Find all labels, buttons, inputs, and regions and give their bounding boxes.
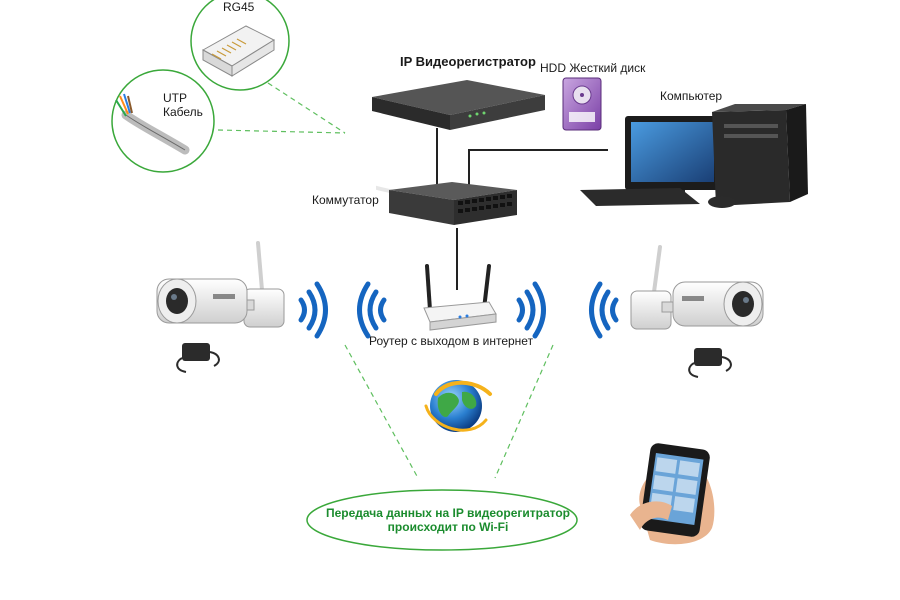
utp-label-line1: UTP xyxy=(163,91,187,105)
hdd-icon xyxy=(562,77,602,131)
utp-callout xyxy=(111,69,215,173)
utp-cable-icon xyxy=(115,93,190,155)
router-icon xyxy=(423,264,497,331)
utp-label-line2: Кабель xyxy=(163,105,203,119)
router-label: Роутер с выходом в интернет xyxy=(369,334,534,348)
camera-left-icon xyxy=(156,241,285,328)
computer-label: Компьютер xyxy=(660,89,723,103)
wifi-right-connector-line xyxy=(494,344,554,479)
rj45-callout xyxy=(190,0,290,91)
hdd-label: HDD Жесткий диск xyxy=(540,61,646,75)
wifi-icon xyxy=(298,281,619,339)
computer-icon xyxy=(580,104,808,208)
cables xyxy=(436,128,608,290)
wifi-note-line1: Передача данных на IP видеорегитратор xyxy=(325,506,571,520)
globe-icon xyxy=(424,380,492,432)
rj45-label: RG45 xyxy=(223,0,255,14)
wifi-left-connector-line xyxy=(344,344,419,479)
switch-icon xyxy=(389,182,517,225)
wifi-right-camera-waves xyxy=(589,281,619,339)
wifi-router-left-waves xyxy=(357,281,387,339)
wifi-left-camera-waves xyxy=(298,281,328,339)
nvr-icon xyxy=(372,80,545,194)
switch-label: Коммутатор xyxy=(312,193,379,207)
callout-connectors xyxy=(217,82,554,479)
cable-pc-switch xyxy=(468,149,608,185)
note-ellipse xyxy=(306,489,578,551)
wifi-router-right-waves xyxy=(516,281,546,339)
power-adapter-left-icon xyxy=(176,343,220,373)
rj45-connector-line xyxy=(267,82,346,134)
utp-connector-line xyxy=(217,129,346,134)
nvr-label: IP Видеорегистратор xyxy=(400,54,536,69)
smartphone-icon xyxy=(630,443,715,545)
rj45-connector-icon xyxy=(201,25,276,77)
power-adapter-right-icon xyxy=(688,348,732,378)
camera-right-icon xyxy=(630,245,764,330)
wifi-note-line2: происходит по Wi-Fi xyxy=(387,520,509,534)
